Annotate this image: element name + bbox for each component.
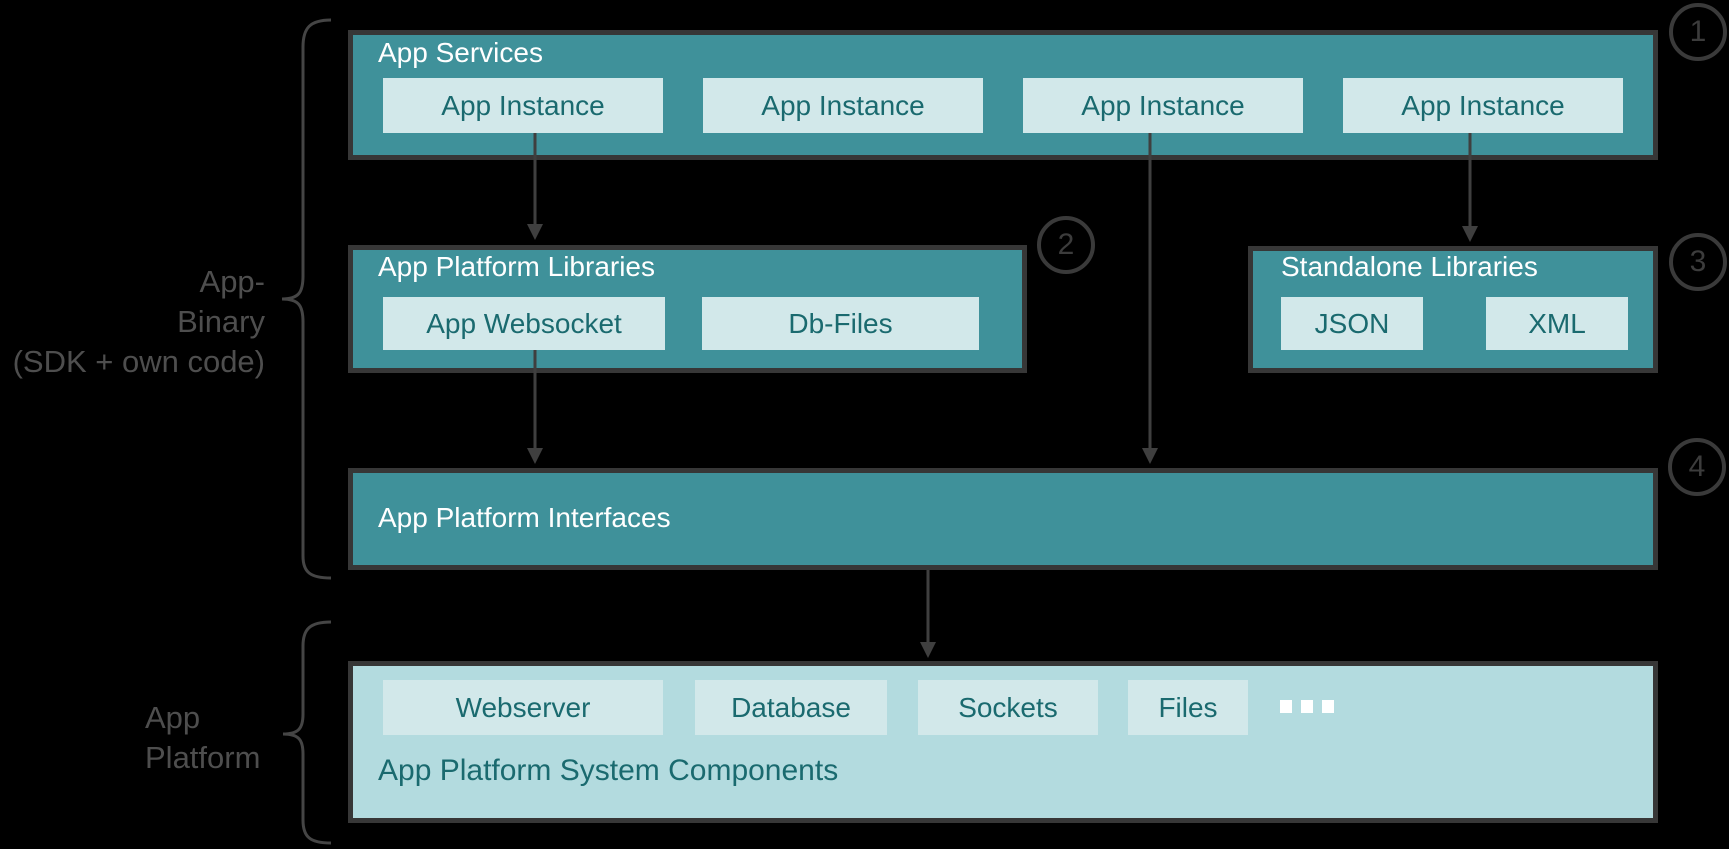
app-platform-label: App Platform <box>145 698 260 778</box>
files-box: Files <box>1128 680 1248 735</box>
sockets-box: Sockets <box>918 680 1098 735</box>
app-platform-label-line: App <box>145 700 201 735</box>
app-websocket-box: App Websocket <box>383 297 665 350</box>
standalone-libraries-title: Standalone Libraries <box>1281 251 1538 282</box>
app-instance-box: App Instance <box>1343 78 1623 133</box>
callout-4: 4 <box>1668 438 1726 496</box>
json-box: JSON <box>1281 297 1423 350</box>
system-components-title: App Platform System Components <box>378 754 839 787</box>
brace-app-binary <box>281 18 332 580</box>
app-platform-interfaces-bar <box>348 468 1658 570</box>
app-services-title: App Services <box>378 37 543 68</box>
arrow-instance-to-interfaces <box>1142 133 1158 464</box>
callout-1: 1 <box>1669 3 1727 61</box>
callout-1-number: 1 <box>1689 15 1707 48</box>
webserver-box: Webserver <box>383 680 663 735</box>
app-platform-libraries-title: App Platform Libraries <box>378 251 656 282</box>
callout-2: 2 <box>1037 216 1095 274</box>
callout-2-number: 2 <box>1057 228 1075 261</box>
app-platform-interfaces-title: App Platform Interfaces <box>378 502 671 533</box>
app-binary-label-line: App- <box>199 264 265 299</box>
ellipsis-dot <box>1322 700 1334 713</box>
database-box: Database <box>695 680 887 735</box>
callout-3-number: 3 <box>1689 245 1707 278</box>
app-instance-box: App Instance <box>1023 78 1303 133</box>
brace-app-platform <box>282 620 332 845</box>
app-binary-label: App- Binary (SDK + own code) <box>0 262 265 382</box>
app-binary-label-line: (SDK + own code) <box>12 344 265 379</box>
xml-box: XML <box>1486 297 1628 350</box>
callout-3: 3 <box>1669 233 1727 291</box>
ellipsis-dot <box>1280 700 1292 713</box>
ellipsis-icon: ... <box>1280 700 1334 718</box>
db-files-box: Db-Files <box>702 297 979 350</box>
app-instance-box: App Instance <box>383 78 663 133</box>
app-platform-label-line: Platform <box>145 740 261 775</box>
arrow-interfaces-to-system <box>920 570 936 658</box>
callout-4-number: 4 <box>1688 450 1706 483</box>
ellipsis-dot <box>1301 700 1313 713</box>
app-instance-box: App Instance <box>703 78 983 133</box>
app-binary-label-line: Binary <box>177 304 265 339</box>
